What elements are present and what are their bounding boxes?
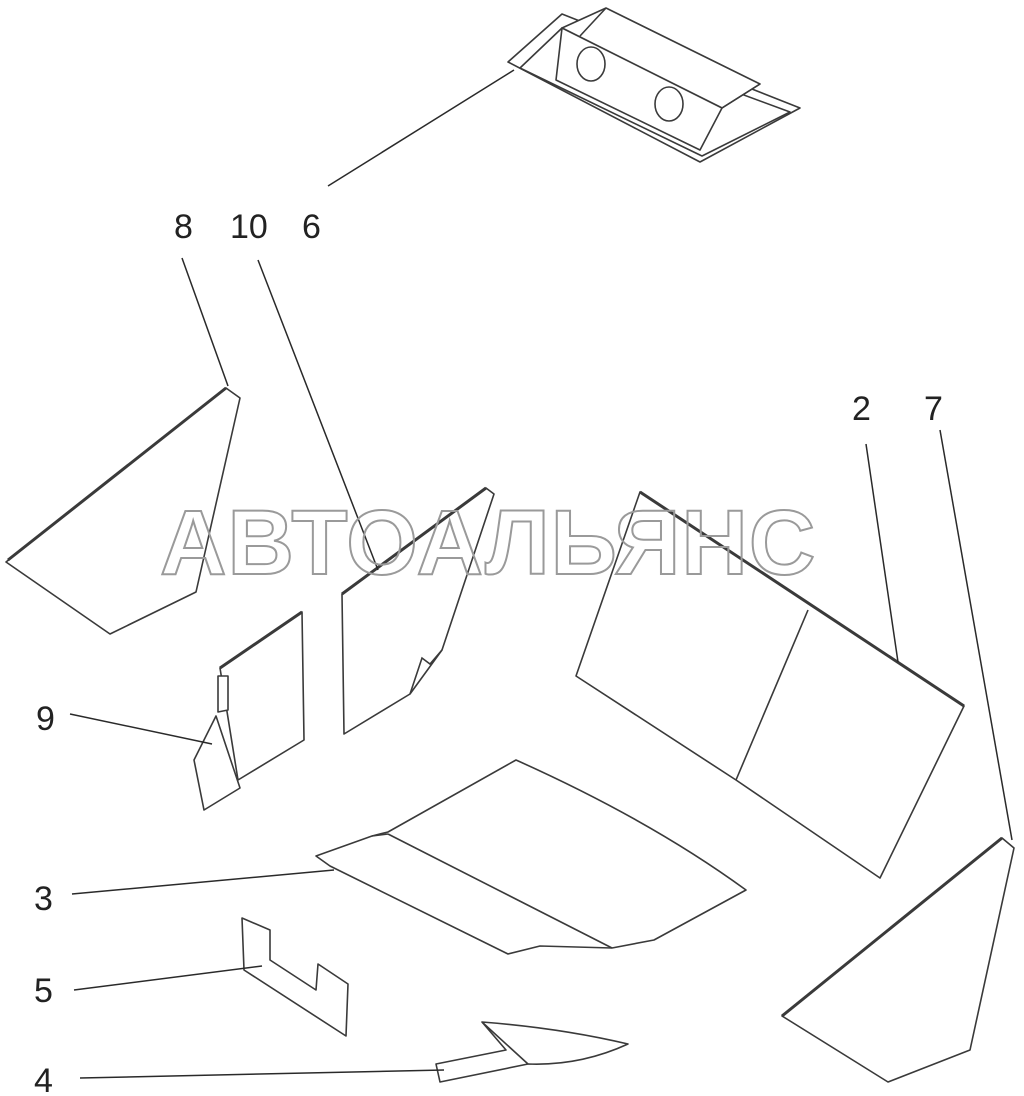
part-8-left-panel (5, 386, 241, 635)
part-5-notched-plate (241, 917, 349, 1037)
callout-3: 3 (34, 880, 53, 918)
callout-7: 7 (924, 390, 943, 428)
callout-8: 8 (174, 208, 193, 246)
callout-9: 9 (36, 700, 55, 738)
leader-lines (69, 69, 1013, 1079)
part-3-floor-mat (315, 759, 747, 955)
callout-2: 2 (852, 390, 871, 428)
callout-5: 5 (34, 972, 53, 1010)
part-4-wedge (435, 1021, 629, 1083)
part-6-lamp-housing (507, 7, 801, 163)
part-9-small-panel (193, 610, 305, 811)
watermark-text: АВТОАЛЬЯНС (160, 492, 816, 594)
callout-6: 6 (302, 208, 321, 246)
callout-10: 10 (230, 208, 268, 246)
callout-4: 4 (34, 1062, 53, 1096)
part-7-right-panel (781, 836, 1015, 1083)
part-2-rear-panel (575, 490, 965, 879)
part-10-center-panel (341, 486, 495, 735)
